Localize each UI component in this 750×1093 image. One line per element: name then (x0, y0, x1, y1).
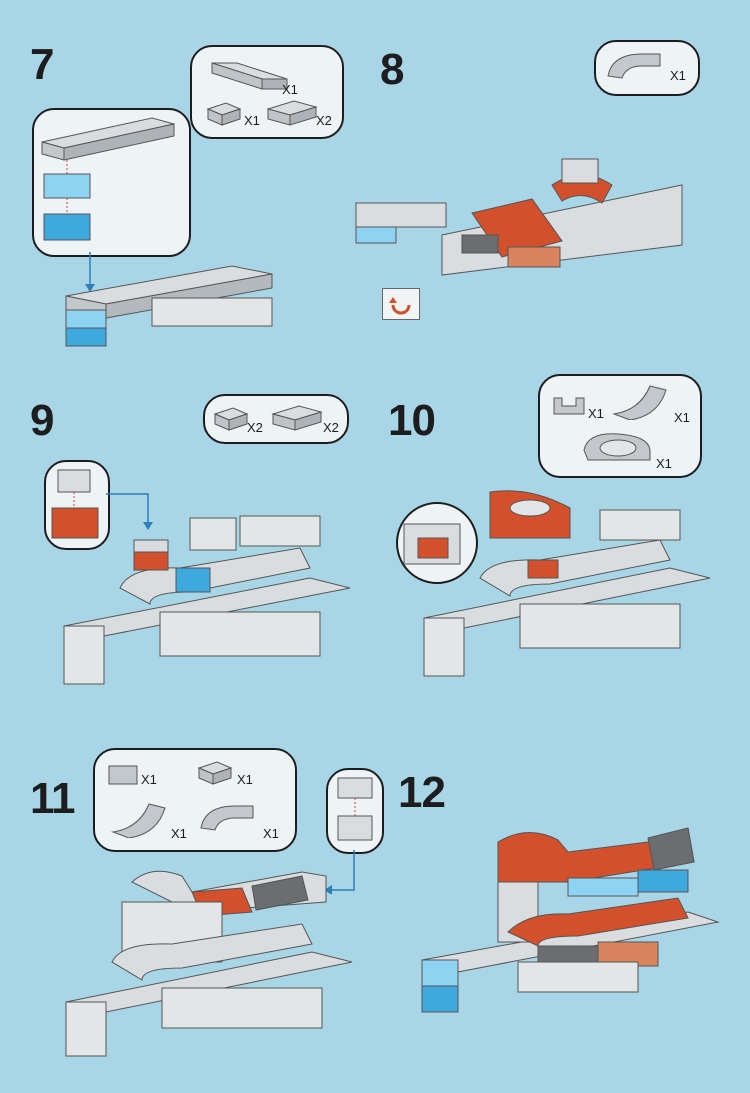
step-11-detail-drawing (337, 777, 373, 841)
step-11-qty-curve: X1 (263, 826, 279, 841)
step-11-number: 11 (30, 774, 76, 823)
small-brick-icon (197, 761, 233, 785)
step-8-assembly (355, 158, 683, 276)
step-11-qty-brick: X1 (237, 772, 253, 787)
long-brick-icon (266, 100, 318, 126)
small-block-icon (108, 765, 138, 785)
step-9-detail-box (44, 460, 110, 550)
step-7-detail-drawing (41, 117, 175, 241)
step-7-number: 7 (30, 40, 55, 89)
curve-piece-icon (607, 53, 661, 79)
slope-piece-icon (612, 385, 667, 420)
step-7-qty-small-brick: X1 (244, 113, 260, 128)
step-10-number: 10 (388, 396, 436, 445)
step-12-assembly (421, 827, 720, 1013)
step-9-arrow (106, 493, 153, 530)
step-7-qty-ramp: X1 (282, 82, 298, 97)
step-11-detail-box (326, 768, 384, 854)
step-7-detail-box (32, 108, 191, 257)
small-brick-icon (206, 102, 242, 126)
step-9-assembly (63, 515, 351, 685)
ramp-piece-icon (211, 62, 288, 90)
step-11-qty-slope: X1 (171, 826, 187, 841)
step-11-arrow (324, 850, 355, 894)
step-10-assembly (423, 490, 711, 677)
step-7-parts-box: X1 X1 X2 (190, 45, 344, 139)
step-7-arrow (85, 252, 95, 292)
step-10-parts-box: X1 X1 X1 (538, 374, 702, 478)
loop-piece-icon (583, 433, 651, 461)
curve-piece-icon (200, 805, 254, 831)
step-10-qty-channel: X1 (588, 406, 604, 421)
rotate-arrow-icon (382, 288, 420, 320)
slope-piece-icon (111, 803, 166, 838)
step-7-assembly (65, 265, 273, 347)
step-8-qty-curve: X1 (670, 68, 686, 83)
step-7-qty-long-brick: X2 (316, 113, 332, 128)
step-9-number: 9 (30, 396, 55, 445)
step-9-qty-small-brick: X2 (247, 420, 263, 435)
step-10-detail-circle (396, 502, 478, 584)
step-8-number: 8 (380, 45, 405, 94)
step-11-assembly (65, 870, 353, 1057)
step-11-qty-block: X1 (141, 772, 157, 787)
step-9-parts-box: X2 X2 (203, 394, 349, 444)
step-11-parts-box: X1 X1 X1 X1 (93, 748, 297, 852)
step-9-qty-long-brick: X2 (323, 420, 339, 435)
small-brick-icon (213, 407, 249, 431)
step-10-qty-loop: X1 (656, 456, 672, 471)
u-channel-icon (553, 397, 585, 415)
step-9-detail-drawing (51, 469, 99, 539)
long-brick-icon (271, 405, 323, 431)
step-8-parts-box: X1 (594, 40, 700, 96)
step-10-qty-slope: X1 (674, 410, 690, 425)
step-12-number: 12 (398, 768, 446, 817)
